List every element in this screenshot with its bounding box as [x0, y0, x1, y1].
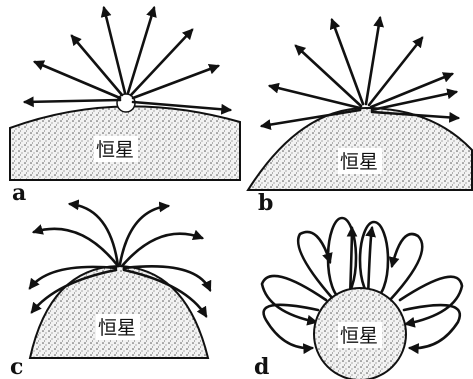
panel-letter-d: d [254, 354, 269, 379]
star-label: 恒星 [340, 151, 378, 173]
field-lines [262, 18, 458, 126]
star-label: 恒星 [96, 139, 134, 161]
star-label: 恒星 [340, 325, 378, 347]
panel-d: 恒星 d [254, 218, 462, 379]
star-surface [30, 266, 208, 358]
panel-a: 恒星 a [10, 8, 240, 206]
panel-c: 恒星 c [10, 204, 210, 379]
star-label: 恒星 [98, 317, 136, 339]
panel-b: 恒星 b [248, 18, 472, 216]
panel-letter-c: c [10, 354, 23, 379]
panel-letter-a: a [12, 180, 26, 206]
panel-letter-b: b [258, 190, 273, 216]
